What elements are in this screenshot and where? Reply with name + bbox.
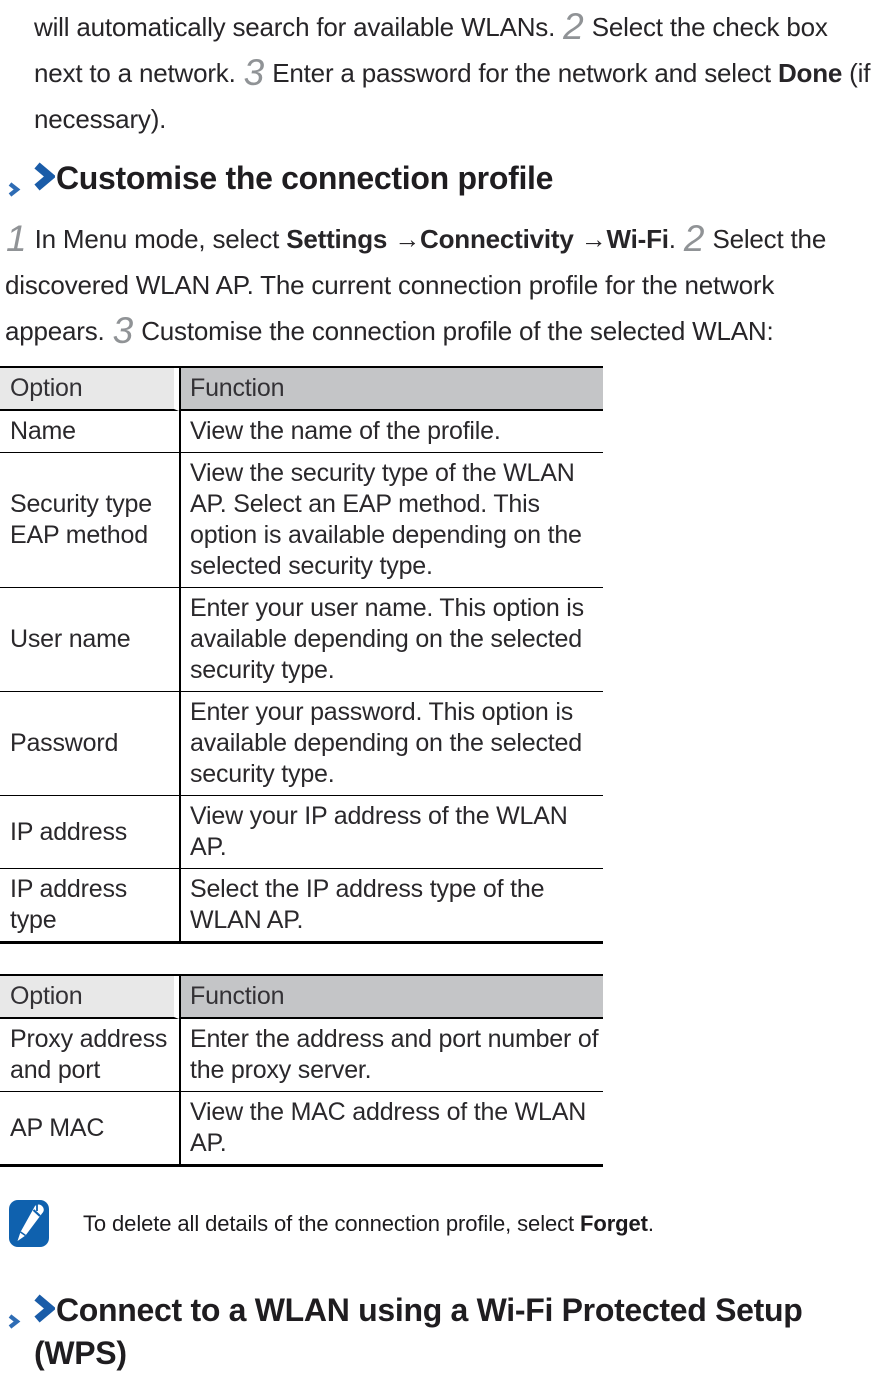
text-run: To delete all details of the connection …	[83, 1210, 581, 1236]
function-cell: Enter your user name. This option is ava…	[179, 588, 603, 692]
manual-page: will automatically search for available …	[0, 4, 886, 1387]
chevron-right-large-icon	[34, 1292, 57, 1333]
note-callout: To delete all details of the connection …	[8, 1199, 878, 1248]
option-cell: User name	[0, 588, 179, 692]
option-cell: AP MAC	[10, 1113, 105, 1142]
intro-paragraph: will automatically search for available …	[34, 4, 880, 142]
step-number: 3	[112, 310, 134, 351]
bold-text: Done	[777, 58, 843, 88]
function-cell: View the MAC address of the WLAN AP.	[179, 1092, 603, 1164]
text-run	[574, 224, 581, 254]
section-heading-wps: Connect to a WLAN using a Wi-Fi Protecte…	[7, 1290, 878, 1374]
steps-paragraph: 1 In Menu mode, select Settings →Connect…	[5, 216, 876, 354]
text-run: will automatically search for available …	[34, 12, 563, 42]
bold-text: →Connectivity	[394, 224, 574, 254]
option-cell: Name	[0, 411, 179, 453]
note-pencil-icon	[8, 1199, 50, 1248]
function-cell: Select the IP address type of the WLAN A…	[179, 869, 603, 941]
text-run: .	[647, 1210, 654, 1236]
text-run: (if necessary).	[34, 58, 871, 134]
chevron-right-small-icon	[7, 158, 34, 208]
section-title: Connect to a WLAN using a Wi-Fi Protecte…	[34, 1292, 803, 1371]
option-cell: IP address	[0, 796, 179, 869]
function-cell: Enter your password. This option is avai…	[179, 692, 603, 796]
text-run: Select the discovered WLAN AP. The curre…	[5, 224, 827, 346]
option-cell: Password	[0, 692, 179, 796]
section-heading-customise-profile: Customise the connection profile	[7, 158, 878, 208]
chevron-right-large-icon	[34, 160, 57, 201]
table-row: IP address type Select the IP address typ…	[0, 869, 603, 941]
column-header-option: Option	[0, 368, 179, 411]
function-cell: View the name of the profile.	[179, 411, 603, 453]
column-header-function: Function	[179, 976, 603, 1019]
step-number: 2	[683, 218, 705, 259]
text-run: Enter a password for the network and sel…	[265, 58, 778, 88]
bold-text: Settings	[286, 224, 388, 254]
function-cell: View the security type of the WLAN AP. S…	[179, 453, 603, 588]
option-cell: Security type EAP method	[0, 453, 179, 588]
section-title: Customise the connection profile	[56, 160, 554, 196]
step-number: 1	[6, 218, 27, 259]
column-header-option: Option	[0, 976, 179, 1019]
function-cell: Enter the address and port number of the…	[179, 1019, 603, 1092]
function-cell: View your IP address of the WLAN AP.	[179, 796, 603, 869]
note-text: To delete all details of the connection …	[83, 1209, 654, 1239]
text-run: In Menu mode, select	[27, 224, 287, 254]
text-run: Customise the connection profile of the …	[134, 316, 774, 346]
column-header-function: Function	[179, 368, 603, 411]
step-number: 3	[243, 52, 265, 93]
chevron-right-small-icon	[7, 1290, 34, 1340]
option-cell: Proxy address and port	[0, 1019, 179, 1092]
bold-text: →Wi-Fi	[580, 224, 669, 254]
text-run: .	[668, 224, 683, 254]
text-run: Select the check box next to a network.	[34, 12, 828, 88]
bold-text: Forget	[580, 1210, 648, 1236]
option-cell: IP address type	[10, 875, 128, 934]
step-number: 2	[563, 6, 584, 47]
table-row: AP MAC View the MAC address of the WLAN A…	[0, 1092, 603, 1164]
